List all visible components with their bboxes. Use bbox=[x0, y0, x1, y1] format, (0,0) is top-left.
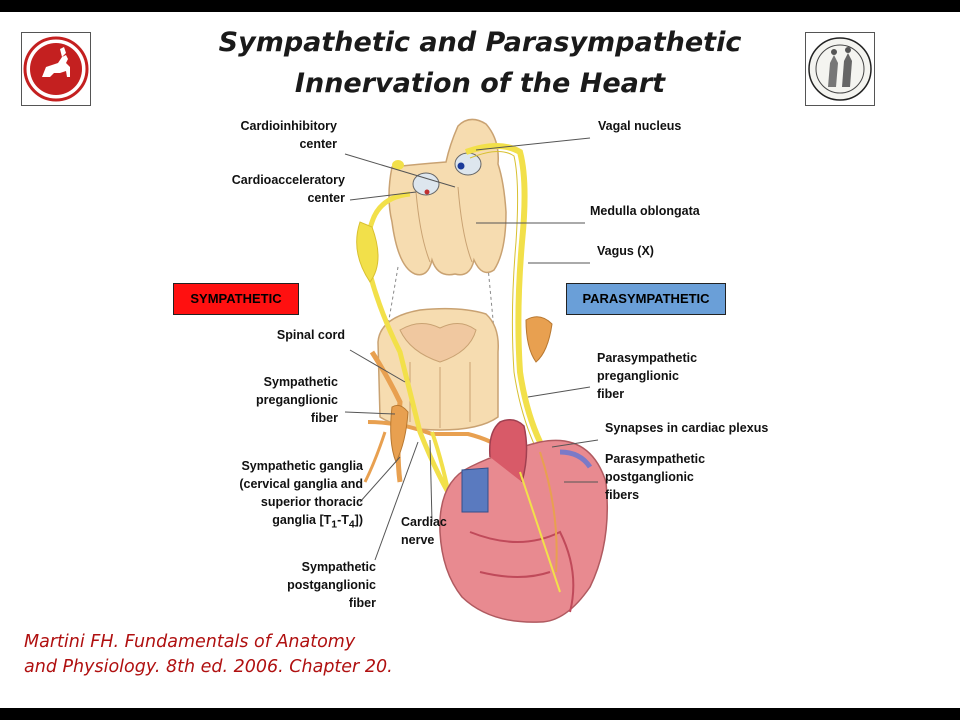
leader-synapses bbox=[551, 439, 599, 448]
label-cardioacceleratory-line1: Cardioacceleratory bbox=[231, 173, 345, 187]
centaur-seal-icon bbox=[23, 36, 89, 102]
engraved-seal-icon bbox=[808, 37, 872, 101]
label-symp-pre-line2: preganglionic bbox=[256, 393, 338, 407]
label-sympathetic-preganglionic: Sympathetic preganglionic fiber bbox=[256, 373, 338, 427]
citation-line-1: Martini FH. Fundamentals of Anatomy bbox=[24, 632, 356, 652]
label-cardioinhibitory-line1: Cardioinhibitory bbox=[240, 119, 337, 133]
leader-para-pre bbox=[527, 386, 591, 398]
leader-lines bbox=[344, 137, 599, 561]
label-ganglia-line1: Sympathetic ganglia bbox=[241, 459, 363, 473]
label-sympathetic-ganglia: Sympathetic ganglia (cervical ganglia an… bbox=[239, 457, 363, 535]
vagus-nerve bbox=[356, 143, 543, 584]
innervation-diagram bbox=[344, 118, 609, 623]
label-medulla-oblongata: Medulla oblongata bbox=[590, 204, 700, 218]
leader-cardioacceleratory bbox=[349, 191, 417, 201]
sympathetic-box: SYMPATHETIC bbox=[173, 283, 299, 315]
label-ganglia-line4: ganglia [T1-T4]) bbox=[239, 511, 363, 535]
label-cardiac-nerve: Cardiac nerve bbox=[401, 513, 447, 549]
medulla-oblongata bbox=[388, 118, 507, 276]
label-vagal-nucleus: Vagal nucleus bbox=[598, 119, 682, 133]
label-cardioacceleratory-line2: center bbox=[307, 191, 345, 205]
label-ganglia-line3: superior thoracic bbox=[260, 495, 363, 509]
label-para-pre-line2: preganglionic bbox=[597, 369, 679, 383]
label-synapses-cardiac-plexus: Synapses in cardiac plexus bbox=[605, 421, 769, 435]
title-line-1: Sympathetic and Parasympathetic bbox=[218, 27, 742, 58]
label-para-pre-line3: fiber bbox=[597, 387, 625, 401]
slide-title: Sympathetic and Parasympathetic Innervat… bbox=[150, 22, 810, 104]
label-cardioacceleratory: Cardioacceleratory center bbox=[232, 171, 345, 207]
citation-line-2: and Physiology. 8th ed. 2006. Chapter 20… bbox=[24, 657, 393, 677]
leader-vagal-nucleus bbox=[475, 137, 591, 151]
leader-symp-pre bbox=[344, 411, 396, 415]
leader-symp-post bbox=[374, 441, 419, 561]
ganglia-line4-suffix: ]) bbox=[354, 513, 363, 527]
sympathetic-chain bbox=[363, 350, 522, 483]
ganglia-line4-sub1: 1 bbox=[331, 519, 338, 531]
parasympathetic-box: PARASYMPATHETIC bbox=[566, 283, 726, 315]
label-para-post-line3: fibers bbox=[605, 488, 640, 502]
spinal-cord bbox=[377, 307, 553, 431]
title-line-2: Innervation of the Heart bbox=[294, 68, 666, 99]
label-cardiac-nerve-line2: nerve bbox=[401, 533, 435, 547]
label-cardioinhibitory: Cardioinhibitory center bbox=[240, 117, 337, 153]
left-logo bbox=[21, 32, 91, 106]
label-symp-post-line3: fiber bbox=[348, 596, 376, 610]
label-symp-pre-line1: Sympathetic bbox=[263, 375, 338, 389]
leader-spinal-cord bbox=[349, 349, 406, 383]
leader-cardioinhibitory bbox=[344, 153, 456, 188]
label-ganglia-line2: (cervical ganglia and bbox=[239, 477, 363, 491]
citation: Martini FH. Fundamentals of Anatomy and … bbox=[24, 630, 393, 680]
label-symp-post-line2: postganglionic bbox=[287, 578, 376, 592]
slide: Sympathetic and Parasympathetic Innervat… bbox=[0, 12, 960, 708]
label-vagus: Vagus (X) bbox=[597, 244, 654, 258]
label-spinal-cord: Spinal cord bbox=[276, 328, 345, 342]
label-para-post-line1: Parasympathetic bbox=[605, 452, 706, 466]
right-logo bbox=[805, 32, 875, 106]
label-cardiac-nerve-line1: Cardiac bbox=[401, 515, 447, 529]
label-symp-pre-line3: fiber bbox=[310, 411, 338, 425]
leader-cardiac-nerve bbox=[429, 439, 433, 523]
label-para-pre-line1: Parasympathetic bbox=[597, 351, 698, 365]
ganglia-line4-dash: -T bbox=[337, 513, 349, 527]
label-para-post-line2: postganglionic bbox=[605, 470, 694, 484]
heart bbox=[439, 419, 609, 623]
label-cardioinhibitory-line2: center bbox=[299, 137, 337, 151]
label-parasympathetic-preganglionic: Parasympathetic preganglionic fiber bbox=[597, 349, 697, 403]
leader-ganglia bbox=[359, 456, 401, 503]
label-sympathetic-postganglionic: Sympathetic postganglionic fiber bbox=[287, 558, 376, 612]
ganglia-line4-sub2: 4 bbox=[348, 519, 355, 531]
label-symp-post-line1: Sympathetic bbox=[301, 560, 376, 574]
label-parasympathetic-postganglionic: Parasympathetic postganglionic fibers bbox=[605, 450, 705, 504]
ganglia-line4-prefix: ganglia [T bbox=[272, 513, 332, 527]
